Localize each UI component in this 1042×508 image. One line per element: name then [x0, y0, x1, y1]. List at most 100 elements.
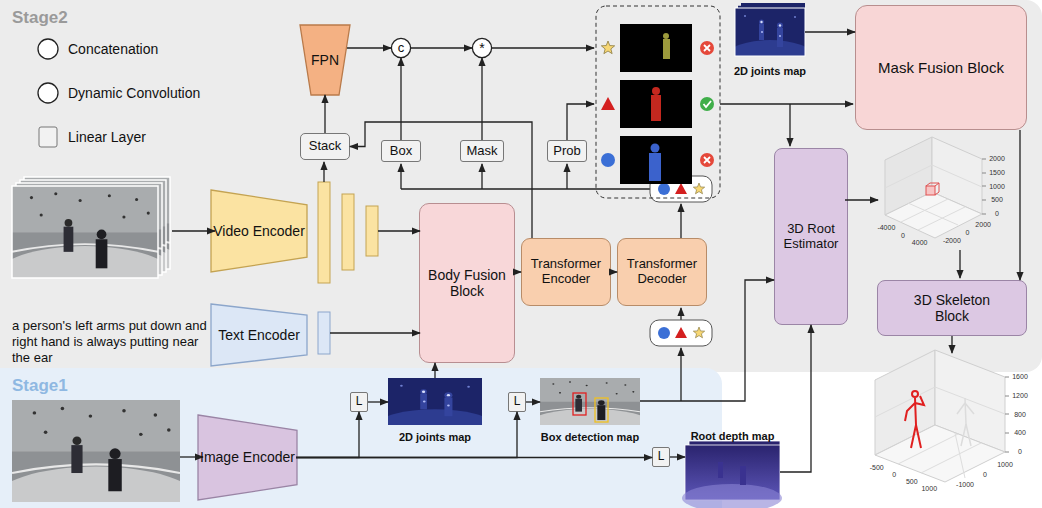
feature-map: 2D joints map: [388, 378, 482, 444]
estimator-block: 3D Root Estimator: [774, 148, 848, 325]
label-holder: 500: [906, 478, 918, 486]
legend-text: Concatenation: [68, 41, 158, 57]
label-holder: 0: [892, 471, 896, 479]
wire: [951, 336, 952, 353]
dynconv-op: *: [472, 38, 492, 58]
query-tokens: [693, 327, 704, 338]
legend-symbol: [38, 39, 58, 147]
axis-tick: 2000: [975, 221, 991, 229]
axis-tick: 1500: [989, 169, 1005, 177]
mask-panel: [700, 153, 714, 167]
wire: [481, 164, 482, 189]
axis-tick: 0: [983, 471, 987, 479]
label-holder: -4000: [877, 224, 895, 232]
feature-map: 2D joints map: [728, 8, 812, 78]
skeleton-plot: [905, 391, 924, 448]
mask-panel: [663, 39, 670, 59]
query-tokens: [650, 320, 712, 346]
skeleton-plot: [875, 425, 1005, 482]
label-holder: 2000: [975, 221, 991, 229]
axis-tick: -500: [870, 465, 884, 473]
query-tokens: [675, 183, 687, 194]
label-holder: 1000: [921, 485, 937, 493]
wire: [172, 230, 215, 231]
wire: [378, 230, 420, 231]
node-label: Video Encoder: [213, 223, 305, 239]
wire: [845, 199, 878, 200]
mask-panel: [704, 157, 710, 163]
mask-panel: [704, 45, 710, 51]
shape-outline: [198, 415, 297, 500]
video-frames: [24, 177, 170, 269]
video-frames: [16, 183, 162, 275]
axis-tick: 1600: [1012, 373, 1028, 381]
encoder-block: Video Encoder: [211, 190, 307, 272]
label-holder: 400: [1014, 429, 1026, 437]
root-plot: [932, 137, 982, 214]
video-frames: [0, 177, 187, 308]
fpn-block: FPN: [300, 25, 350, 95]
node-label: Image Encoder: [200, 449, 295, 465]
root-depth-image: [682, 484, 782, 508]
query-tokens: [650, 176, 712, 202]
connector-arrow: [347, 47, 391, 48]
connector-arrow: [670, 456, 685, 457]
axis-tick: 500: [991, 196, 1003, 204]
mask-panel: [596, 6, 720, 198]
query-tokens: [675, 327, 687, 338]
connector-arrow: [1019, 130, 1020, 280]
axis-tick: -4000: [877, 224, 895, 232]
mask-panel: [620, 136, 692, 184]
joints-map-image: [735, 3, 812, 62]
connector-arrow: [780, 325, 811, 472]
wire: [172, 48, 960, 457]
node-label: c: [398, 41, 405, 56]
legend-symbol: [39, 127, 57, 147]
node-label: L: [658, 450, 665, 464]
label-holder: 1600: [1012, 373, 1028, 381]
feature-map: Root depth map: [685, 430, 780, 502]
axis-tick: 400: [1014, 429, 1026, 437]
wire: [566, 164, 567, 189]
legend-entry: Concatenation: [68, 41, 158, 57]
label-holder: 0: [1018, 448, 1022, 456]
root-plot: [982, 159, 986, 214]
axis-tick: 0: [995, 210, 999, 218]
joints-map-image: [728, 8, 812, 70]
input-text: a person's left arms put down and right …: [12, 318, 208, 366]
head-box: Prob: [547, 140, 587, 162]
node-label: 3D Root Estimator: [775, 222, 847, 252]
axis-tick: 0: [1018, 448, 1022, 456]
label-holder: 2000: [989, 155, 1005, 163]
wire: [680, 348, 681, 401]
transformer-block: Transformer Encoder: [521, 238, 611, 306]
skeleton-plot: [905, 396, 924, 448]
axis-tick: 1000: [997, 461, 1013, 469]
axis-tick: -1000: [956, 481, 974, 489]
stack-op: Stack: [300, 133, 350, 160]
connector-arrow: [481, 58, 482, 140]
query-tokens: [650, 176, 712, 346]
concat-op: c: [391, 38, 411, 58]
map-caption: Root depth map: [691, 430, 775, 443]
axis-tick: 1000: [989, 183, 1005, 191]
feature-bars: [318, 182, 378, 354]
skeleton-plot: [1005, 377, 1009, 452]
box-detection-image: [529, 378, 652, 440]
video-frames: [7, 177, 186, 299]
legend-text: Dynamic Convolution: [68, 85, 200, 101]
root-plot: [885, 137, 932, 215]
mask-panel: [620, 80, 692, 128]
encoder-block: Text Encoder: [211, 304, 307, 366]
label-holder: a person's left arms put down and right …: [12, 318, 208, 366]
feature-map: Box detection map: [534, 378, 646, 444]
joints-map-image: [379, 378, 492, 439]
skeleton-plot: [935, 350, 1005, 452]
query-tokens: [658, 327, 670, 339]
shape-outline: [211, 304, 307, 366]
joints-map-image: [728, 3, 812, 70]
video-frames: [0, 183, 179, 305]
linear-layer: L: [508, 392, 526, 412]
feature-bars: [318, 312, 330, 354]
